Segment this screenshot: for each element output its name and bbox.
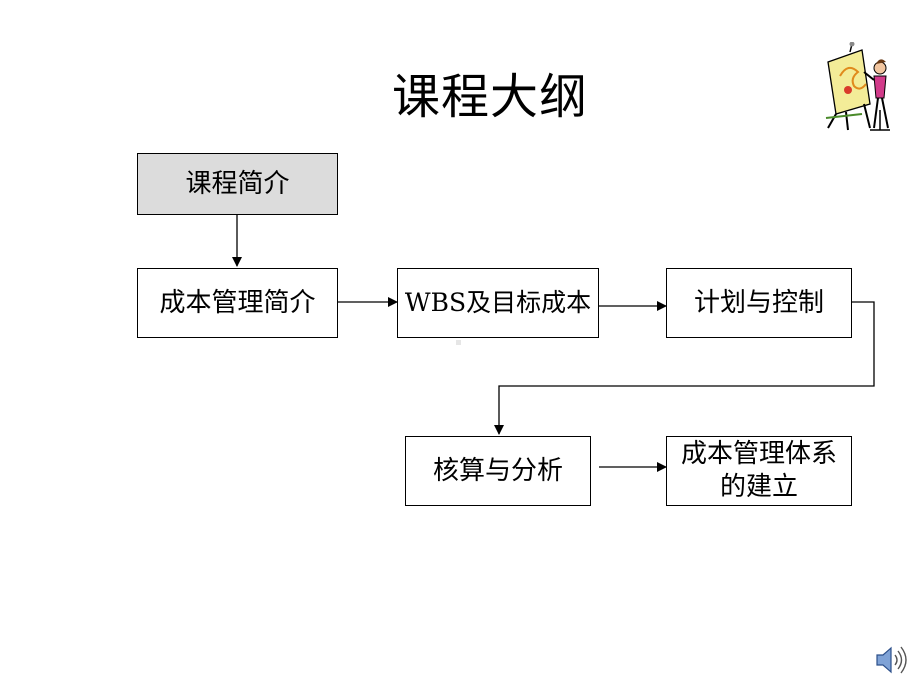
slide-title: 课程大纲 (391, 69, 588, 125)
box-cost-management-intro: 成本管理简介 (137, 268, 338, 338)
box-wbs-target-cost: WBS及目标成本 (397, 268, 599, 338)
arrow-plan-to-accounting (494, 301, 875, 435)
decorative-dot (456, 340, 461, 345)
box-accounting-analysis: 核算与分析 (405, 436, 591, 506)
box-course-intro: 课程简介 (137, 153, 338, 215)
speaker-icon[interactable] (874, 645, 908, 679)
box-plan-and-control: 计划与控制 (666, 268, 852, 338)
box-cost-system-build: 成本管理体系的建立 (666, 436, 852, 506)
artist-easel-icon (818, 41, 894, 136)
